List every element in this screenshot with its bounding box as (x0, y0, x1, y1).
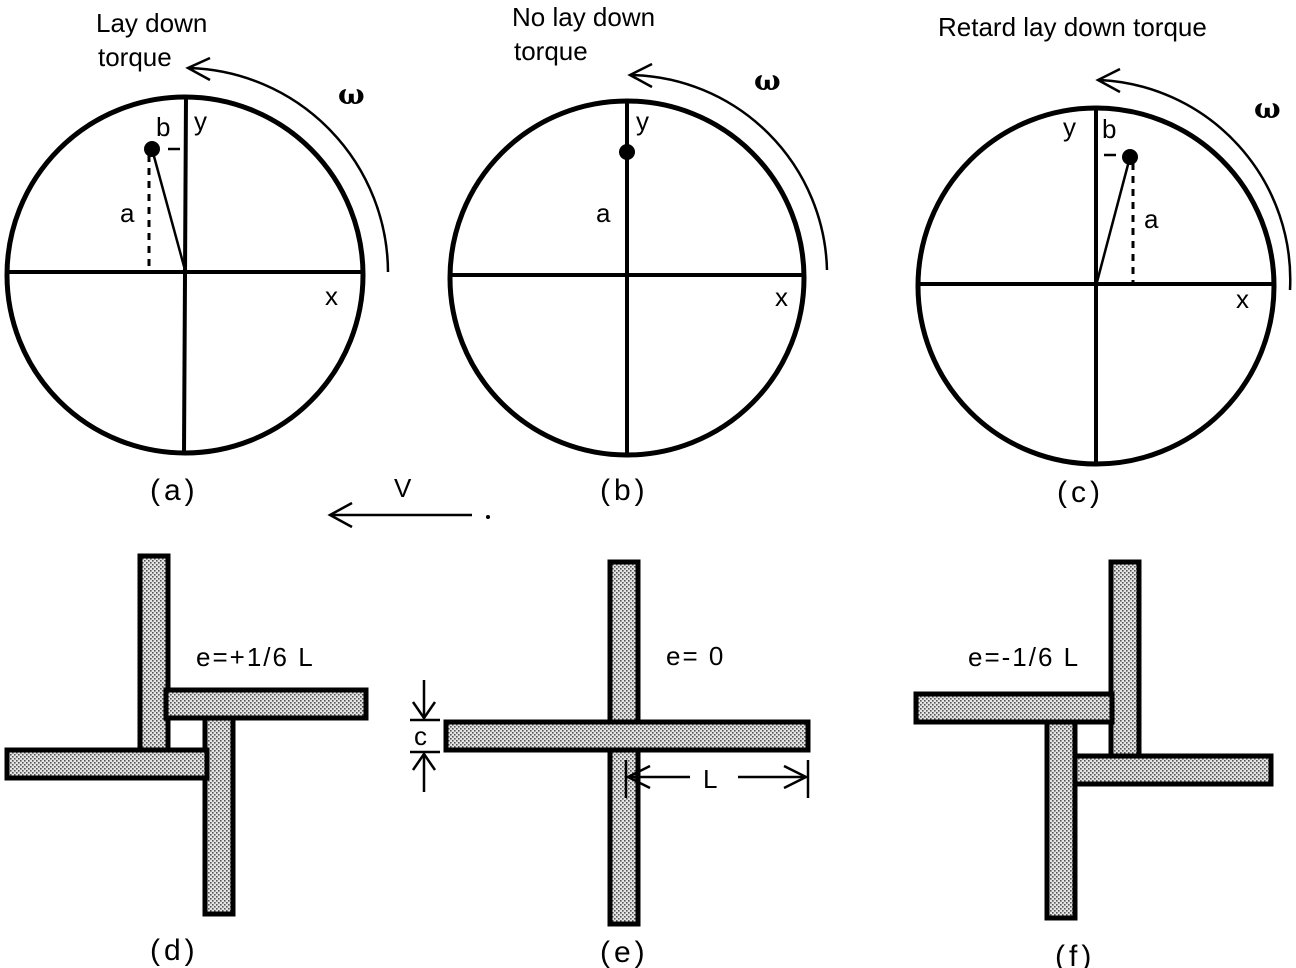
panel-a-b-label: b (156, 112, 170, 142)
panel-b: No lay down torque ω y x a (b) (447, 2, 829, 507)
panel-a-a-label: a (120, 198, 135, 228)
panel-b-rotation-arrowhead (627, 62, 653, 89)
panel-c-caption: (c) (1057, 476, 1104, 509)
panel-f-blade-right (1072, 753, 1274, 787)
panel-a-caption: (a) (150, 474, 199, 507)
panel-f-eccentricity-label: e=-1/6 L (968, 642, 1080, 672)
panel-a-title-line2: torque (98, 42, 172, 72)
panel-f: e=-1/6 L (f) (913, 559, 1274, 968)
panel-a-x-label: x (325, 281, 338, 311)
panel-a-y-label: y (194, 106, 207, 136)
panel-d-caption: (d) (150, 934, 199, 967)
panel-d-blade-top (137, 553, 171, 755)
panel-e-L-arrowhead-right (783, 764, 809, 790)
panel-c-x-label: x (1236, 284, 1249, 314)
panel-c-title: Retard lay down torque (938, 12, 1207, 42)
panel-e-c-label: c (414, 721, 427, 751)
panel-e: e= 0 c L (e) (410, 559, 811, 968)
velocity-arrowhead (327, 501, 353, 529)
panel-f-blade-top (1108, 559, 1142, 761)
velocity-dot (486, 515, 490, 519)
panel-b-y-label: y (636, 106, 649, 136)
panel-a-title-line1: Lay down (96, 8, 207, 38)
panel-f-caption: (f) (1055, 940, 1095, 968)
panel-e-caption: (e) (600, 936, 649, 968)
panel-c-rotation-arc (1099, 78, 1292, 291)
panel-a-omega-label: ω (338, 78, 365, 111)
velocity-label: V (394, 473, 412, 503)
panel-e-blade-horizontal (443, 719, 811, 753)
panel-c-radius-line (1095, 156, 1132, 283)
panel-b-title-line2: torque (514, 36, 588, 66)
panel-c-a-label: a (1144, 204, 1159, 234)
panel-c-y-label: y (1063, 112, 1076, 142)
panel-a-rotation-arrowhead (185, 56, 211, 82)
panel-a-y-axis (182, 96, 188, 454)
panel-a: Lay down torque ω y x b a (a) (4, 8, 390, 507)
panel-d-blade-left (4, 747, 210, 781)
panel-e-c-arrowhead-top (411, 701, 437, 721)
panel-b-mass-point (619, 144, 635, 160)
panel-b-rotation-arc (631, 73, 829, 271)
panel-c-omega-label: ω (1254, 92, 1281, 125)
panel-c-b-label: b (1102, 114, 1116, 144)
panel-b-title-line1: No lay down (512, 2, 655, 32)
panel-d-blade-bottom (202, 715, 236, 917)
panel-b-omega-label: ω (754, 64, 781, 97)
panel-e-L-label: L (703, 764, 717, 794)
velocity-indicator: V (327, 473, 490, 529)
panel-d-eccentricity-label: e=+1/6 L (196, 642, 315, 672)
panel-f-blade-bottom (1044, 719, 1078, 921)
panel-c-rotation-arrowhead (1095, 67, 1121, 94)
panel-e-eccentricity-label: e= 0 (666, 641, 725, 671)
panel-e-c-arrowhead-bottom (411, 751, 437, 771)
panel-b-a-label: a (596, 198, 611, 228)
panel-c-mass-point (1122, 149, 1138, 165)
panel-a-radius-line (150, 148, 187, 271)
panel-b-caption: (b) (600, 474, 649, 507)
panel-d: e=+1/6 L (d) (4, 553, 369, 967)
panel-d-blade-right (163, 687, 369, 721)
panel-a-mass-point (144, 141, 160, 157)
panel-e-L-arrowhead-left (625, 764, 651, 790)
panel-a-rotation-arc (189, 66, 390, 273)
panel-c: Retard lay down torque ω y x b a (c) (915, 12, 1292, 509)
panel-f-blade-left (913, 691, 1115, 725)
panel-b-x-label: x (775, 282, 788, 312)
